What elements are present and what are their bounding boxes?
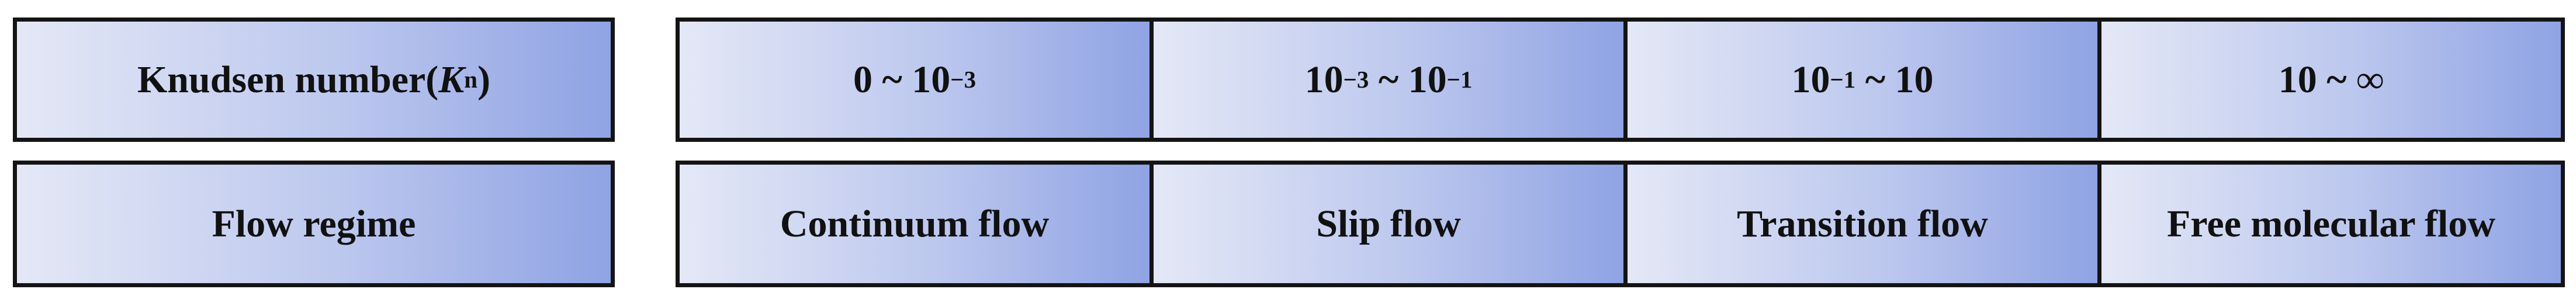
range-separator: ~ xyxy=(1855,58,1895,101)
knudsen-symbol: K xyxy=(438,58,465,101)
regime-label: Continuum flow xyxy=(780,202,1050,245)
knudsen-label-close: ) xyxy=(477,58,491,101)
regime-cell-transition: Transition flow xyxy=(1623,161,2101,287)
regime-cell-continuum: Continuum flow xyxy=(676,161,1154,287)
regime-cell-slip: Slip flow xyxy=(1149,161,1628,287)
range-separator: ~ xyxy=(1369,58,1408,101)
range-start: 10 xyxy=(2278,58,2317,101)
range-separator: ~ xyxy=(2317,58,2357,101)
range-cell-slip: 10−3 ~ 10−1 xyxy=(1149,18,1628,142)
flow-regime-header: Flow regime xyxy=(13,161,615,287)
range-start: 10 xyxy=(1791,58,1830,101)
regime-label: Transition flow xyxy=(1737,202,1988,245)
range-end: 10 xyxy=(912,58,951,101)
range-cell-transition: 10−1 ~ 10 xyxy=(1623,18,2101,142)
flow-regime-label: Flow regime xyxy=(212,202,416,245)
regime-cell-free-molecular: Free molecular flow xyxy=(2097,161,2565,287)
regime-label: Slip flow xyxy=(1316,202,1461,245)
range-end: 10 xyxy=(1408,58,1447,101)
range-separator: ~ xyxy=(872,58,912,101)
knudsen-label-text: Knudsen number( xyxy=(137,58,439,101)
range-cell-continuum: 0 ~ 10−3 xyxy=(676,18,1154,142)
regime-label: Free molecular flow xyxy=(2166,202,2496,245)
range-start: 10 xyxy=(1304,58,1344,101)
range-start: 0 xyxy=(853,58,872,101)
range-end: 10 xyxy=(1895,58,1934,101)
range-end: ∞ xyxy=(2356,58,2384,101)
range-cell-free-molecular: 10 ~ ∞ xyxy=(2097,18,2565,142)
